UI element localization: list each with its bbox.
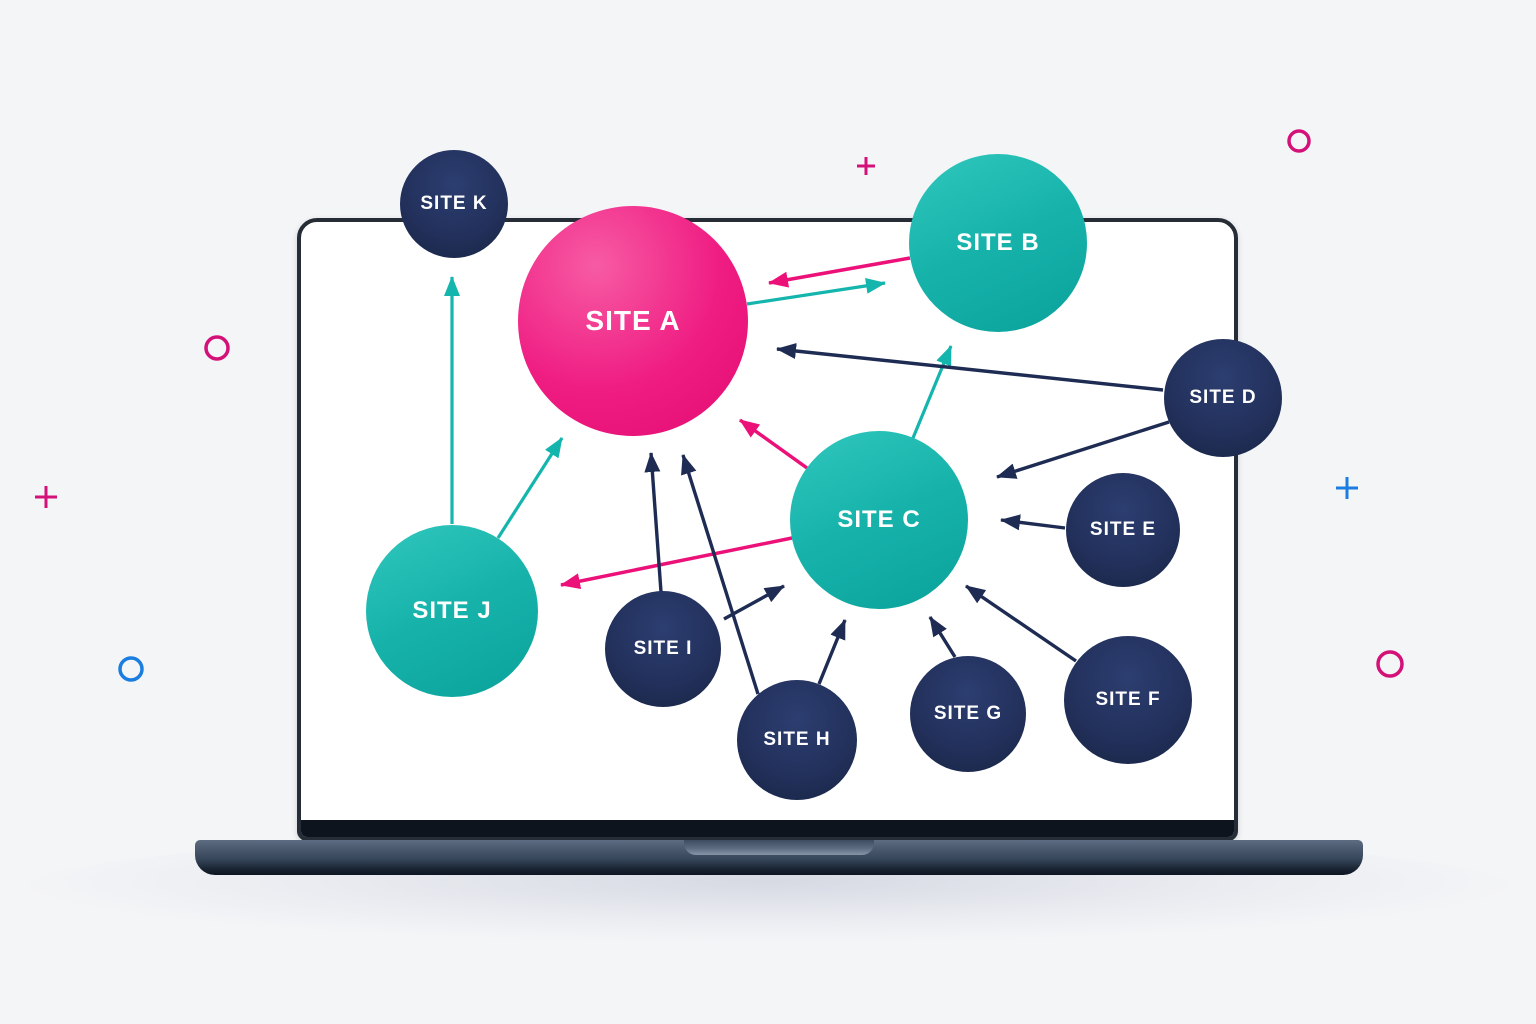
node-site-c: SITE C — [790, 431, 968, 609]
decoration-ring-2 — [118, 656, 144, 682]
node-site-f: SITE F — [1064, 636, 1192, 764]
node-label-site-f: SITE F — [1095, 689, 1161, 710]
laptop-base-notch — [684, 840, 874, 855]
decoration-ring-6 — [1376, 650, 1404, 678]
node-site-b: SITE B — [909, 154, 1087, 332]
node-label-site-e: SITE E — [1089, 519, 1157, 540]
node-label-site-c: SITE C — [837, 506, 921, 533]
node-site-a: SITE A — [518, 206, 748, 436]
node-label-site-h: SITE H — [763, 729, 831, 750]
node-site-i: SITE I — [605, 591, 721, 707]
node-label-site-k: SITE K — [420, 193, 488, 214]
decoration-plus-5 — [1336, 477, 1358, 499]
node-site-d: SITE D — [1164, 339, 1282, 457]
decoration-ring-1 — [204, 335, 230, 361]
node-label-site-j: SITE J — [412, 597, 492, 624]
node-label-site-d: SITE D — [1189, 387, 1257, 408]
node-label-site-i: SITE I — [633, 638, 693, 659]
node-label-site-a: SITE A — [585, 305, 681, 336]
decoration-plus-3 — [857, 157, 875, 175]
node-site-e: SITE E — [1066, 473, 1180, 587]
node-label-site-b: SITE B — [956, 229, 1040, 256]
node-site-h: SITE H — [737, 680, 857, 800]
node-label-site-g: SITE G — [933, 703, 1003, 724]
node-site-g: SITE G — [910, 656, 1026, 772]
decoration-plus-0 — [35, 486, 57, 508]
laptop-screen-bezel-bottom — [301, 820, 1234, 837]
node-site-k: SITE K — [400, 150, 508, 258]
node-site-j: SITE J — [366, 525, 538, 697]
laptop-base — [195, 840, 1363, 875]
decoration-ring-4 — [1287, 129, 1311, 153]
